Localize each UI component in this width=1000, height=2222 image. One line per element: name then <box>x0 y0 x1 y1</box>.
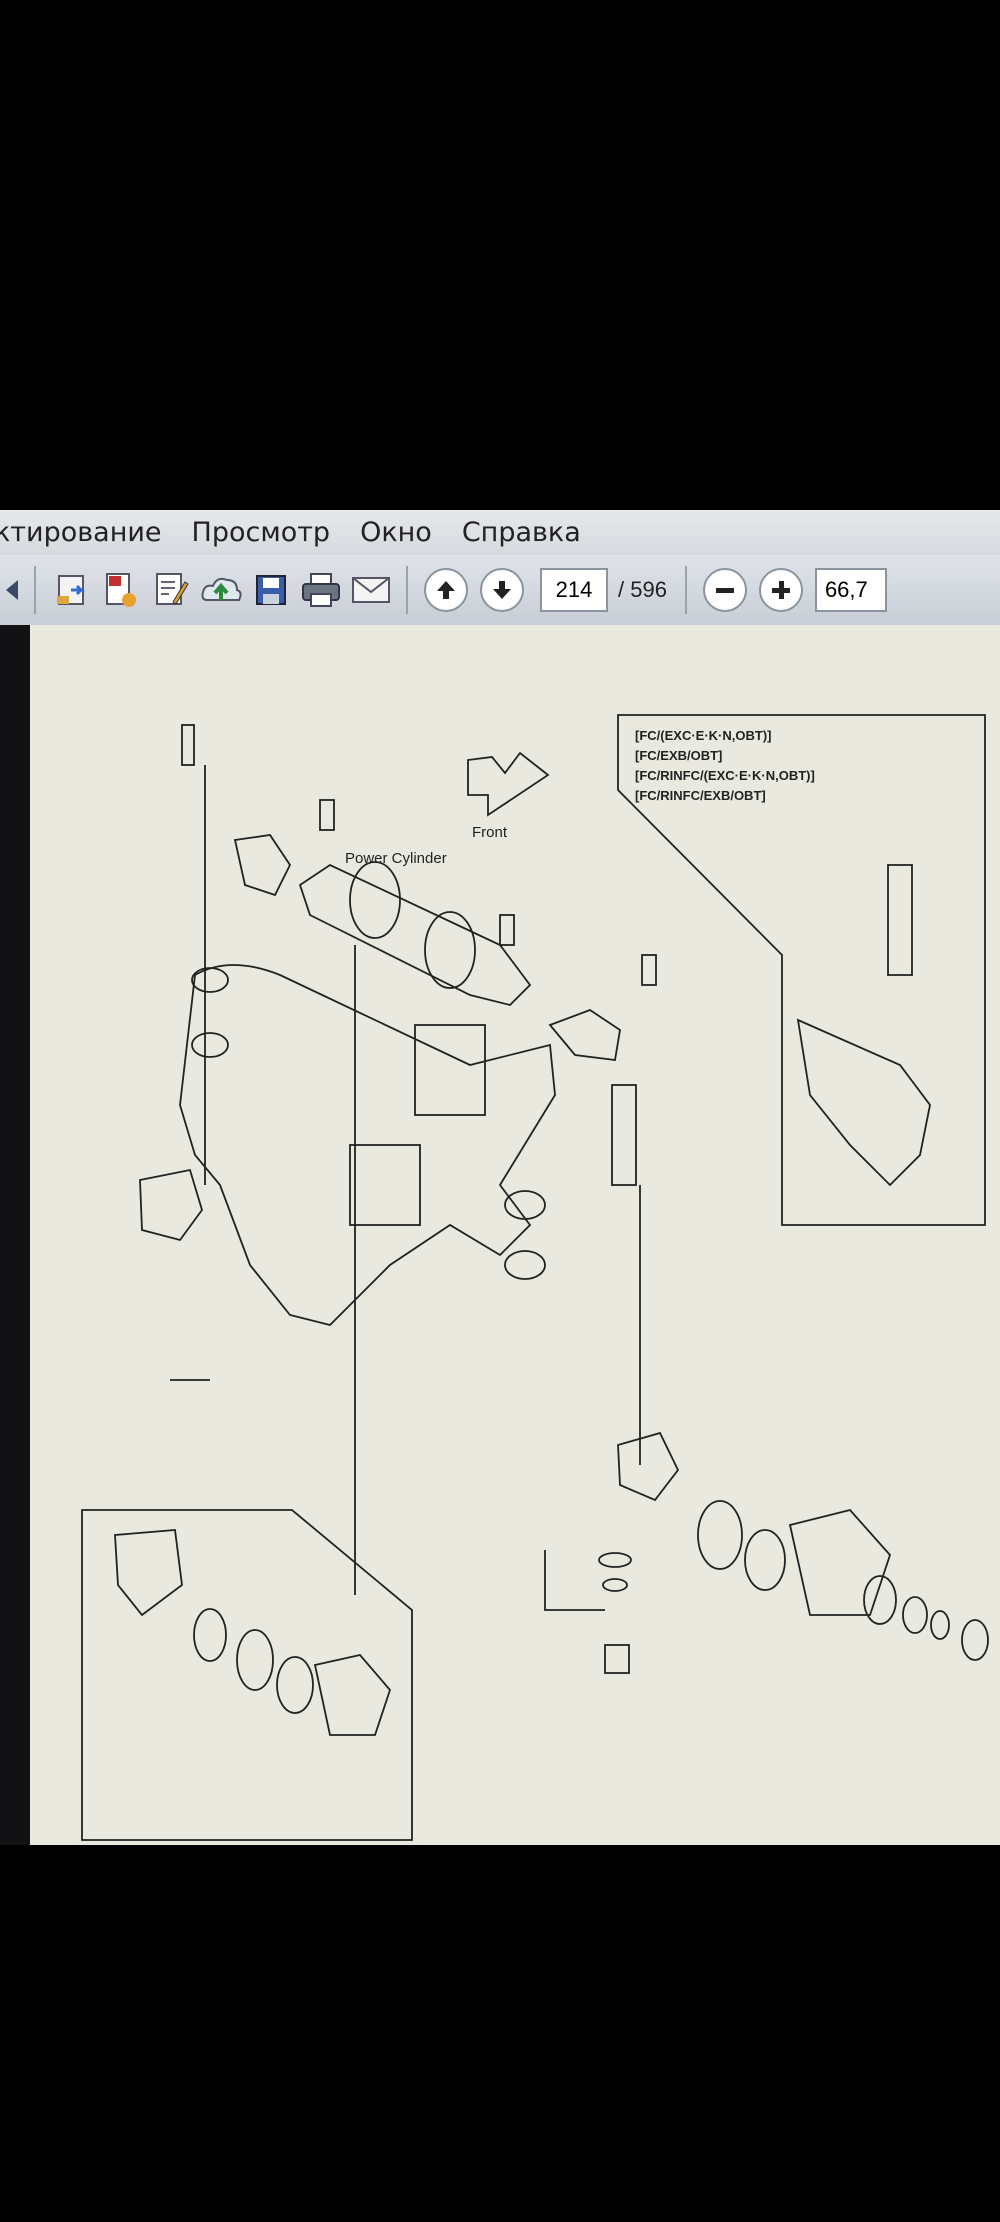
cylinder-collar <box>349 861 401 939</box>
inset-label-4: [FC/RINFC/EXB/OBT] <box>635 788 766 803</box>
minus-icon <box>715 588 734 593</box>
power-cylinder-label: Power Cylinder <box>345 850 447 867</box>
inset-label-1: [FC/(EXC·E·K·N,OBT)] <box>635 728 771 743</box>
king-pin <box>611 1084 637 1186</box>
leader-lines <box>170 765 641 1611</box>
current-page-input[interactable]: 214 <box>540 568 608 612</box>
menu-bar: ктирование Просмотр Окно Справка <box>0 510 1000 555</box>
screen: ктирование Просмотр Окно Справка <box>0 510 1000 1845</box>
menu-view[interactable]: Просмотр <box>191 517 331 548</box>
axle-mount-plate <box>414 1024 486 1116</box>
plus-icon <box>771 581 790 599</box>
hub-cap <box>961 1619 989 1661</box>
steering-knuckle-left <box>139 1168 203 1242</box>
shim <box>602 1578 628 1592</box>
axle-boss <box>191 967 229 993</box>
front-label: Front <box>472 824 508 841</box>
axle-beam <box>179 964 556 1326</box>
bearing <box>276 1656 314 1714</box>
email-icon[interactable] <box>348 567 394 613</box>
axle-center-block <box>349 1144 421 1226</box>
upload-icon[interactable] <box>198 567 244 613</box>
arrow-up-icon <box>437 581 455 599</box>
exploded-parts-diagram: Front [FC/(EXC·E·K·N,OBT)] [FC/EXB/OBT] … <box>81 714 989 1841</box>
zoom-in-button[interactable] <box>758 568 803 612</box>
zoom-input[interactable]: 66,7 <box>814 568 887 612</box>
wheel-hub-inset <box>313 1654 392 1736</box>
bearing-outer <box>863 1575 897 1625</box>
previous-page-button[interactable] <box>424 568 468 612</box>
axle-boss <box>504 1250 546 1280</box>
seal-ring <box>697 1500 743 1570</box>
arrow-down-icon <box>493 581 511 599</box>
toolbar: 214 / 596 66,7 <box>0 555 1000 627</box>
inset-box-top-right <box>617 714 986 1226</box>
steering-knuckle-inset <box>114 1529 183 1617</box>
nut <box>930 1610 950 1640</box>
front-arrow-icon <box>467 751 550 817</box>
wheel-hub <box>788 1508 892 1616</box>
left-panel-edge <box>0 625 30 1845</box>
edit-icon[interactable] <box>148 567 194 613</box>
document-page: Front [FC/(EXC·E·K·N,OBT)] [FC/EXB/OBT] … <box>30 625 1000 1845</box>
save-icon[interactable] <box>248 567 294 613</box>
power-cylinder <box>298 863 532 1006</box>
inset-box-bottom-left <box>81 1509 413 1841</box>
inset-axle-end <box>796 1018 931 1187</box>
washer <box>598 1552 632 1568</box>
washer <box>902 1596 928 1634</box>
steering-knuckle-right <box>617 1431 680 1502</box>
seal-ring <box>236 1629 274 1691</box>
pin <box>641 954 657 986</box>
pin <box>499 914 515 946</box>
zoom-out-button[interactable] <box>702 568 747 612</box>
back-arrow-icon[interactable] <box>2 567 22 613</box>
total-pages: / 596 <box>618 577 667 602</box>
tie-rod-end-left <box>233 834 292 897</box>
inset-label-3: [FC/RINFC/(EXC·E·K·N,OBT)] <box>635 768 815 783</box>
open-file-icon[interactable] <box>48 567 94 613</box>
cylinder-collar <box>424 911 476 989</box>
bushing <box>604 1644 630 1674</box>
king-pin-inset <box>887 864 913 976</box>
menu-help[interactable]: Справка <box>461 517 581 548</box>
toolbar-separator <box>684 566 687 614</box>
menu-edit[interactable]: ктирование <box>0 517 162 548</box>
pin <box>181 724 195 766</box>
print-icon[interactable] <box>298 567 344 613</box>
toolbar-separator <box>34 566 36 614</box>
seal-ring <box>193 1608 227 1662</box>
axle-boss <box>504 1190 546 1220</box>
toolbar-separator <box>406 566 408 614</box>
pin <box>319 799 335 831</box>
axle-boss <box>191 1032 229 1058</box>
create-pdf-icon[interactable] <box>98 567 144 613</box>
next-page-button[interactable] <box>480 568 524 612</box>
inset-label-2: [FC/EXB/OBT] <box>635 748 722 763</box>
tie-rod-end-right <box>548 1008 621 1062</box>
menu-window[interactable]: Окно <box>360 517 432 548</box>
bearing <box>744 1529 786 1591</box>
